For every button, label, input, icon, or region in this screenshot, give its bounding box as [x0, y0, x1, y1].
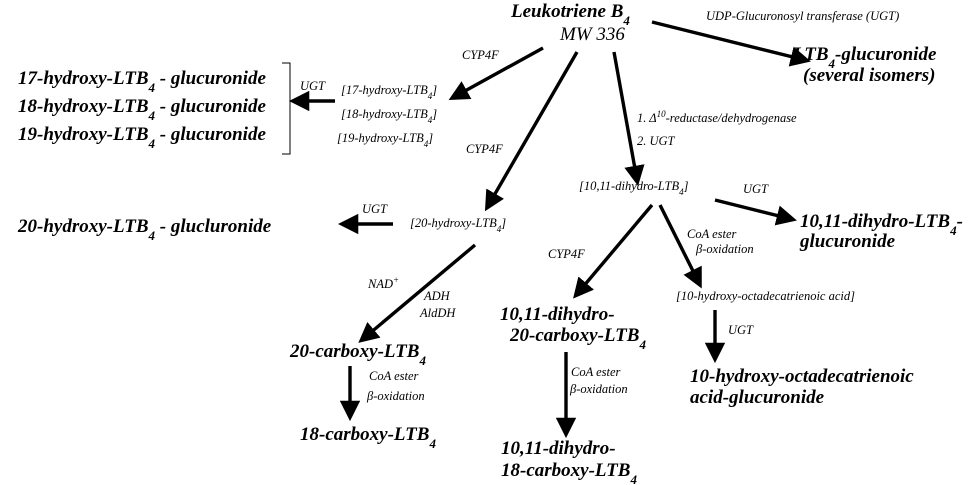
ugt-label-3: UGT	[743, 182, 769, 196]
arrow-to-20-carboxy	[358, 243, 477, 343]
cyp4f-label-1: CYP4F	[462, 48, 499, 62]
parent-mw: MW 336	[559, 24, 625, 45]
aldh-enzyme: AldDH	[419, 306, 456, 320]
ugt-label-1: UGT	[300, 79, 326, 93]
product-17-hydroxy-glucuronide: 17-hydroxy-LTB4 - glucuronide	[18, 68, 266, 95]
product-dihydro-20-carboxy-line2: 20-carboxy-LTB4	[509, 325, 646, 352]
product-dihydro-20-carboxy-line1: 10,11-dihydro-	[500, 304, 615, 325]
product-18-carboxy: 18-carboxy-LTB4	[300, 424, 436, 451]
parent-name: Leukotriene B4	[510, 1, 630, 28]
intermediate-dihydro: [10,11-dihydro-LTB4]	[579, 179, 689, 197]
cyp4f-label-2: CYP4F	[466, 142, 503, 156]
intermediate-18-hydroxy: [18-hydroxy-LTB4]	[341, 107, 437, 125]
ugt-label-4: UGT	[728, 323, 754, 337]
arrow-to-hydroxy-acid	[658, 204, 702, 289]
hydroxy-octadecatrienoic-acid: [10-hydroxy-octadecatrienoic acid]	[676, 289, 855, 303]
beta-oxidation-3-line1: CoA ester	[571, 365, 621, 379]
intermediate-19-hydroxy: [19-hydroxy-LTB4]	[337, 131, 433, 149]
intermediate-20-hydroxy: [20-hydroxy-LTB4]	[410, 216, 506, 234]
beta-oxidation-2-line1: CoA ester	[687, 227, 737, 241]
adh-enzyme: ADH	[423, 289, 451, 303]
beta-oxidation-1-line1: CoA ester	[369, 369, 419, 383]
product-20-carboxy: 20-carboxy-LTB4	[289, 341, 426, 368]
beta-oxidation-1-line2: β-oxidation	[366, 389, 425, 403]
ltb4-glucuronide-isomers: (several isomers)	[803, 65, 935, 86]
arrow-to-20-hydroxy	[484, 51, 579, 212]
arrow-to-ltb4-glucuronide	[651, 20, 811, 67]
beta-oxidation-3-line2: β-oxidation	[569, 382, 628, 396]
product-dihydro-glucuronide-line2: glucuronide	[799, 231, 896, 252]
arrow-to-dihydro-20-carboxy	[573, 203, 654, 299]
product-hydroxy-acid-glucuronide-line2: acid-glucuronide	[690, 387, 825, 408]
ltb4-glucuronide: LTB4-glucuronide	[792, 44, 937, 71]
ugt-label-2: UGT	[362, 202, 388, 216]
product-19-hydroxy-glucuronide: 19-hydroxy-LTB4 - glucuronide	[18, 124, 266, 151]
intermediate-17-hydroxy: [17-hydroxy-LTB4]	[341, 83, 437, 101]
arrow-to-dihydro-glucuronide	[714, 198, 797, 226]
product-dihydro-glucuronide-line1: 10,11-dihydro-LTB4-	[800, 211, 963, 238]
product-18-hydroxy-glucuronide: 18-hydroxy-LTB4 - glucuronide	[18, 96, 266, 123]
product-dihydro-18-carboxy-line2: 18-carboxy-LTB4	[501, 460, 637, 485]
ugt-enzyme-label: UDP-Glucuronosyl transferase (UGT)	[706, 9, 899, 23]
arrow-to-hydroxy-intermediates	[448, 46, 544, 100]
cyp4f-label-3: CYP4F	[548, 247, 585, 261]
reductase-step2: 2. UGT	[637, 134, 676, 148]
product-dihydro-18-carboxy-line1: 10,11-dihydro-	[501, 438, 616, 459]
reductase-step1: 1. Δ10-reductase/dehydrogenase	[637, 109, 797, 125]
product-20-hydroxy-glucuronide: 20-hydroxy-LTB4 - glucluronide	[17, 216, 272, 243]
beta-oxidation-2-line2: β-oxidation	[695, 242, 754, 256]
product-hydroxy-acid-glucuronide-line1: 10-hydroxy-octadecatrienoic	[690, 366, 914, 387]
hydroxy-bracket	[282, 62, 291, 155]
nad-cofactor: NAD+	[367, 275, 399, 291]
arrow-to-dihydro	[612, 51, 645, 187]
